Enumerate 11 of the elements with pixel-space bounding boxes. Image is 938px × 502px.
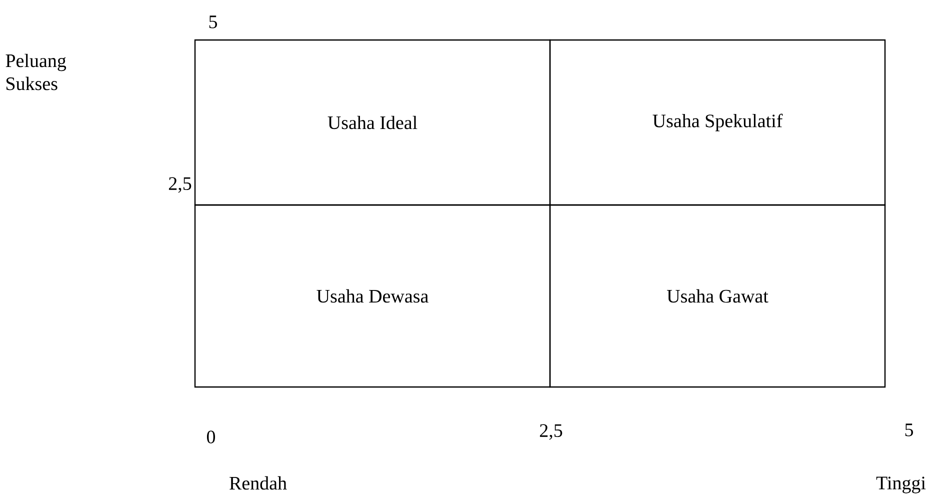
axis-label: 2,5 xyxy=(540,424,562,440)
axis-label: Rendah xyxy=(230,476,287,490)
axis-label: 2,5 xyxy=(168,177,192,193)
axis-label: 0 xyxy=(206,430,216,444)
quadrant-box: Usaha Gawat xyxy=(549,204,886,388)
quadrant-box: Usaha Ideal xyxy=(194,39,551,206)
axis-label: 5 xyxy=(905,424,913,436)
quadrant-box: Usaha Dewasa xyxy=(194,204,551,388)
quadrant-box: Usaha Spekulatif xyxy=(549,39,886,206)
axis-label: Tinggi xyxy=(876,476,926,494)
axis-label: Peluang Sukses xyxy=(6,54,66,90)
